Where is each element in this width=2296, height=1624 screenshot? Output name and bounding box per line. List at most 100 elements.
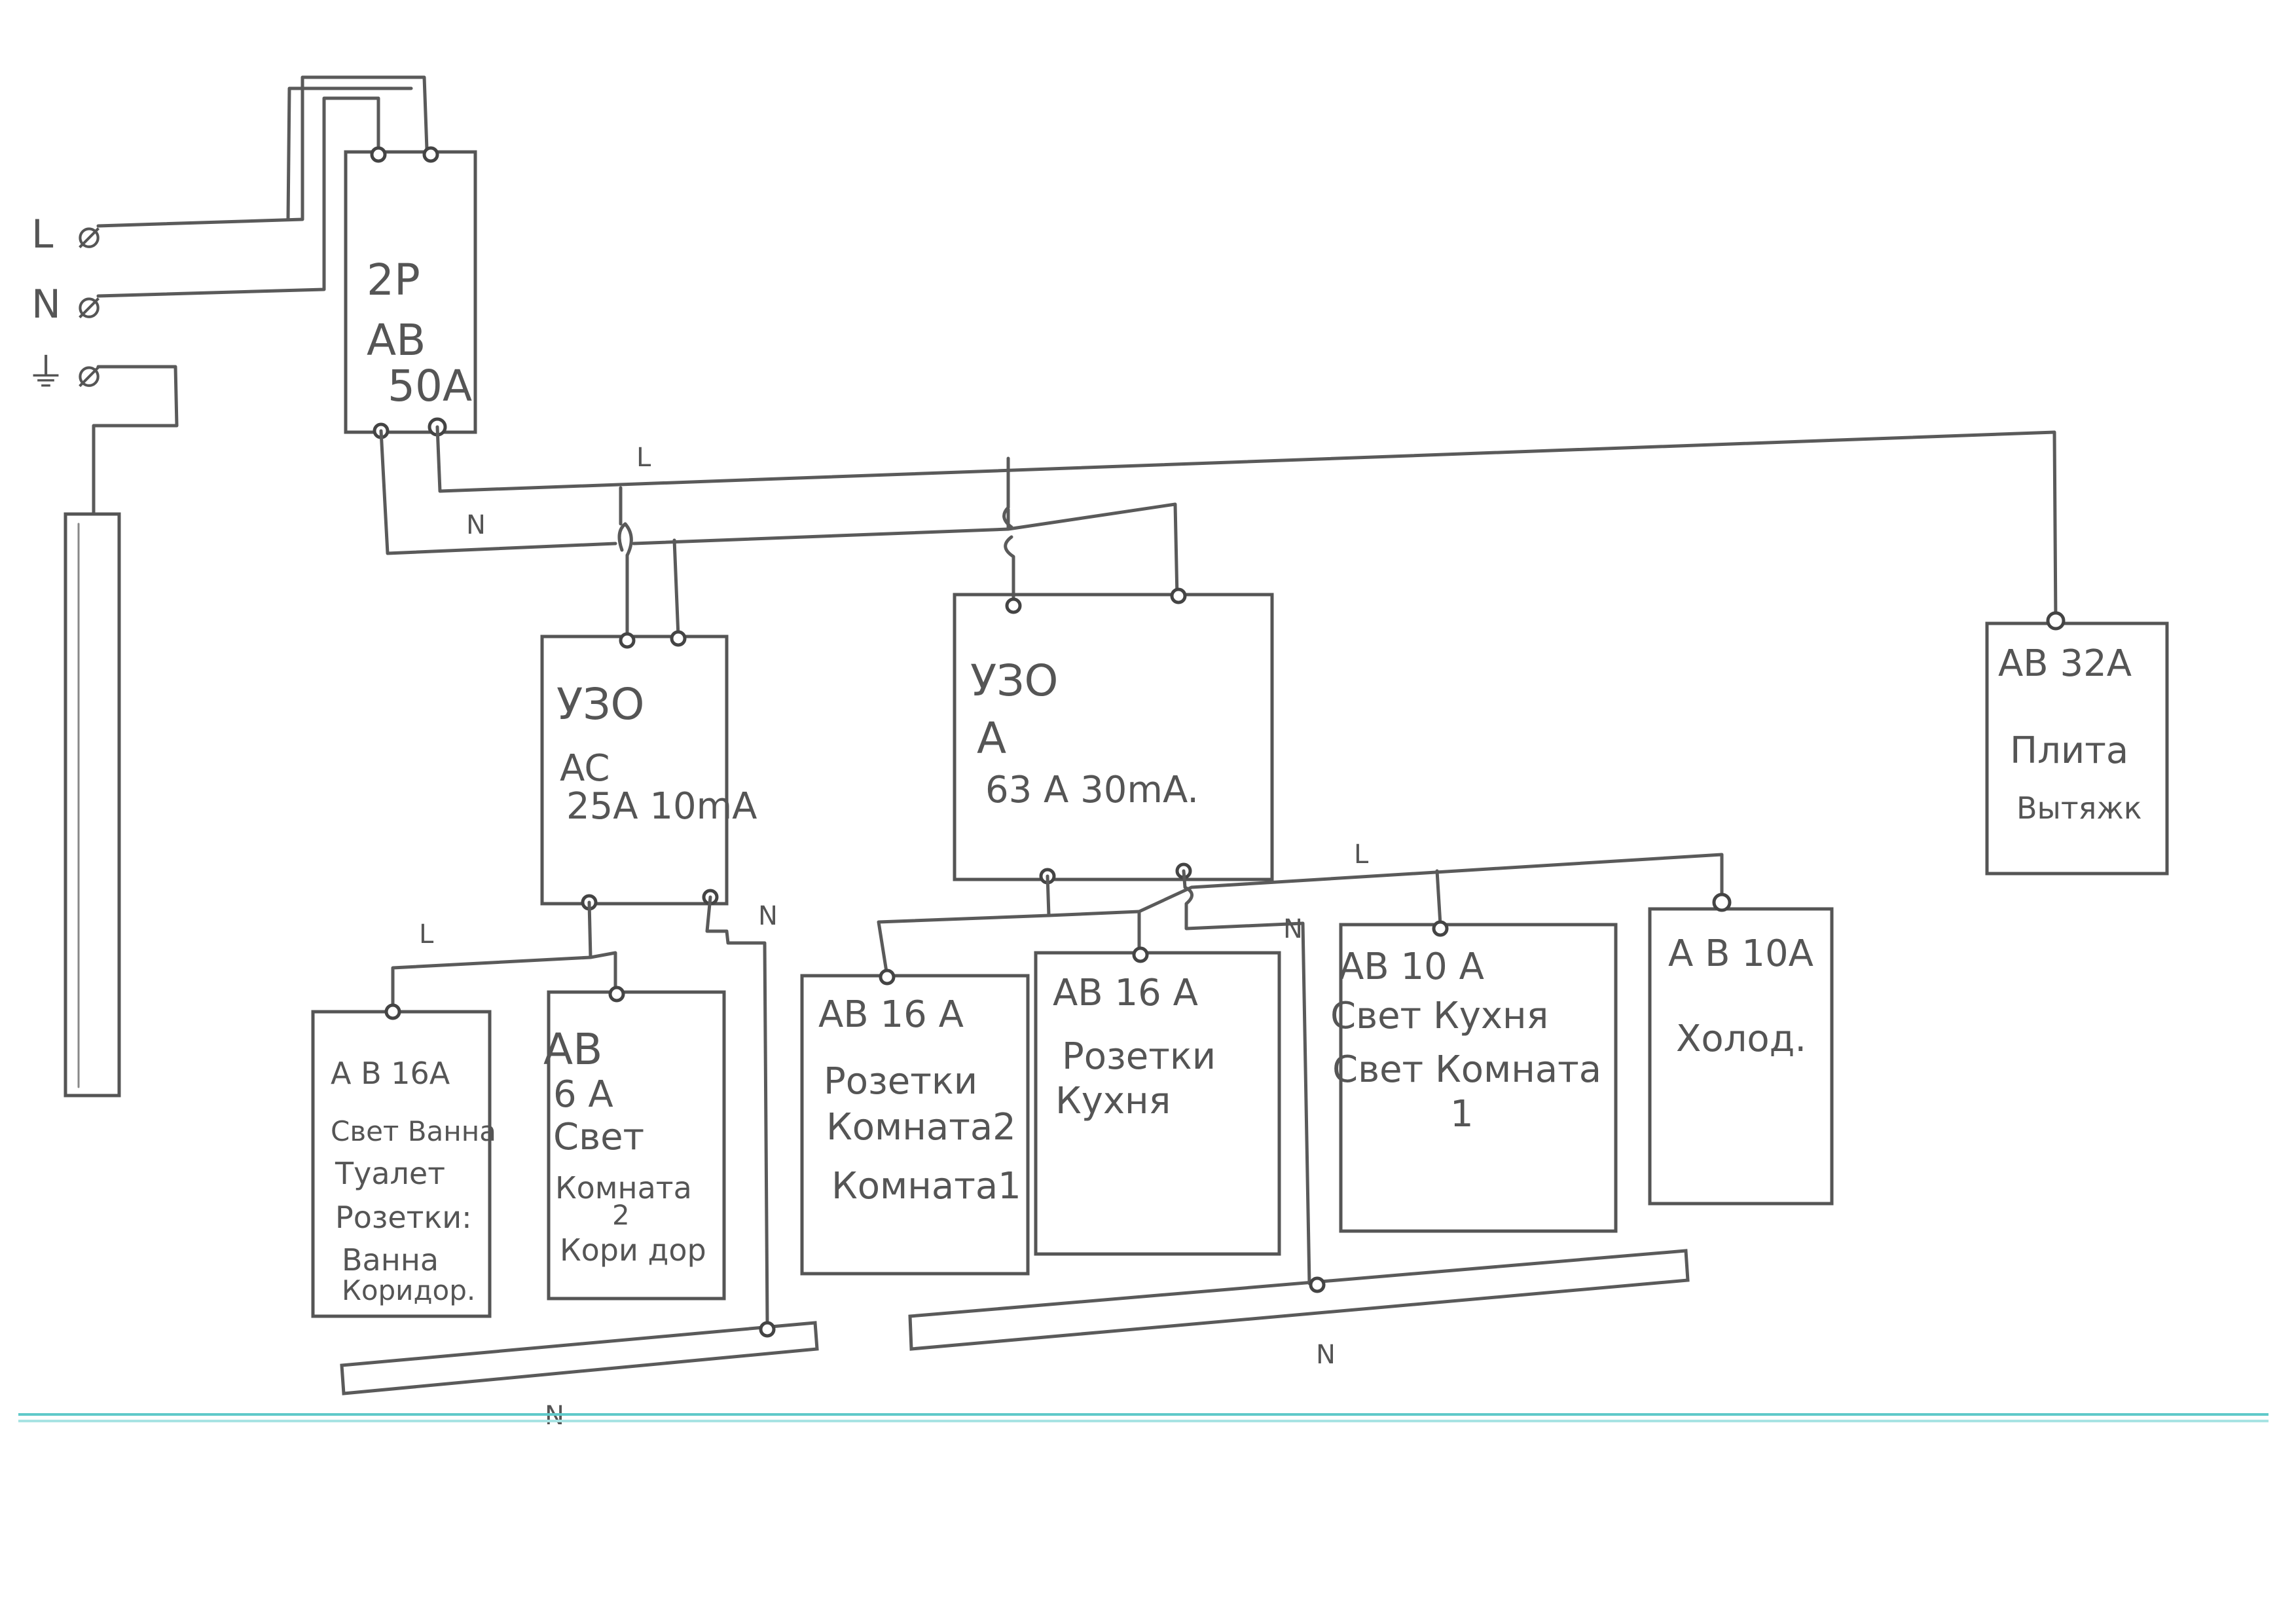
stove-breaker: AB 32A Плита Вытяжк [1985,611,2169,876]
rcd-2-line-1: УЗО [970,655,1058,706]
wire-rcd1-n-to-bus [705,895,769,1325]
circuit-2-line-6: Кори дор [560,1232,706,1268]
rcd-1-line-3: 25A 10mA [566,785,757,828]
wire-hop-rcd2 [1002,456,1015,599]
rcd-2-line-3: 63 A 30mA. [985,769,1199,811]
circuit-5-line-3: Свет Комната [1332,1048,1601,1091]
wire-main-n [379,429,1179,599]
main-breaker: 2P AB 50A [344,146,477,439]
rcd-1: УЗО AC 25A 10mA [540,630,757,911]
stove-breaker-terminal-top [2046,611,2066,631]
circuit-2-terminal [608,986,625,1003]
wire-label-main-n: N [466,510,486,540]
input-l-symbol: L [31,212,54,257]
input-ground-symbol: ⏚ [26,350,65,396]
rcd-2-terminal-top-left [1005,597,1022,614]
stove-breaker-body [1985,621,2169,876]
circuit-1: A B 16A Свет Ванна Туалет Розетки: Ванна… [311,1003,496,1318]
circuit-2-line-1: AB [543,1024,602,1075]
wire-hop-rcd1 [617,522,633,557]
input-n-mark: ⌀ [77,282,101,327]
wire-rcd2-l-to-circuit-4 [1047,910,1141,955]
rcd-2-terminal-top-right [1170,587,1187,604]
stove-breaker-line-1: AB 32A [1998,642,2132,685]
circuit-3-terminal [879,969,896,986]
neutral-bus-1-terminal [759,1321,776,1338]
rcd-1-terminal-top-right [670,630,687,647]
wire-rcd1-l-to-circuit-1 [391,900,592,1014]
main-breaker-line-2: AB [367,315,426,365]
stove-breaker-line-2: Плита [2010,729,2128,772]
main-breaker-body [344,150,477,434]
circuit-1-line-4: Розетки: [335,1200,472,1235]
neutral-bus-2: N [908,1249,1690,1370]
main-distribution: L N [379,425,2058,638]
circuit-4: AB 16 A Розетки Кухня [1034,946,1281,1256]
wire-label-rcd1-l: L [419,919,434,950]
main-breaker-line-1: 2P [367,255,420,305]
wire-input-ground [92,365,179,516]
circuit-2-line-5: 2 [612,1199,630,1231]
circuit-1-line-3: Туалет [335,1156,445,1191]
wire-label-main-l: L [636,443,651,473]
ground-bar [64,512,121,1098]
wire-input-l [96,75,429,228]
stove-breaker-line-3: Вытяжк [2016,790,2142,826]
circuit-6-line-2: Холод. [1676,1018,1806,1060]
input-n-symbol: N [31,282,61,327]
circuit-4-line-3: Кухня [1055,1080,1171,1122]
circuit-3-line-2: Розетки [824,1060,977,1103]
circuit-4-line-2: Розетки [1062,1035,1216,1078]
circuit-2-line-3: Свет [553,1116,644,1158]
circuit-6-line-1: A B 10A [1668,932,1813,975]
circuit-1-line-5: Ванна [342,1242,439,1278]
circuit-2-body [547,990,726,1301]
circuit-1-line-6: Коридор. [342,1274,475,1306]
circuit-6-terminal [1712,893,1732,912]
circuit-2: AB 6 A Свет Комната 2 Кори дор [543,986,726,1301]
circuit-5-body [1339,923,1618,1233]
rcd-2-outputs: L N [877,840,1724,1285]
circuit-3-line-3: Комната2 [826,1106,1016,1149]
circuit-5-line-2: Свет Кухня [1330,995,1548,1037]
circuit-6: A B 10A Холод. [1648,893,1834,1206]
circuit-3-line-4: Комната1 [831,1165,1021,1208]
wire-rcd1-l-feed [619,486,629,638]
circuit-5-line-4: 1 [1450,1093,1474,1135]
rcd-1-terminal-top-left [619,632,636,649]
main-breaker-terminal-top-left [370,146,387,163]
rcd-2: УЗО A 63 A 30mA. [953,587,1274,885]
wire-rcd2-n-to-bus [1184,920,1311,1285]
rcd-1-line-2: AC [560,747,610,790]
circuit-4-terminal [1132,946,1149,963]
rcd-1-outputs: L N [391,895,778,1325]
wire-rcd2-l-to-circuit-3 [877,874,1051,978]
circuit-3-body [800,974,1030,1276]
rcd-1-line-1: УЗО [556,679,644,729]
circuit-1-line-1: A B 16A [331,1056,450,1091]
input-l-mark: ⌀ [77,212,101,257]
circuit-5-terminal [1432,920,1449,937]
circuit-1-terminal [384,1003,401,1020]
neutral-bus-2-terminal [1309,1276,1326,1293]
wire-label-rcd1-n: N [758,901,778,931]
circuit-3-line-1: AB 16 A [818,993,964,1036]
input-terminals: L ⌀ N ⌀ ⏚ ⌀ [26,212,101,396]
input-ground-mark: ⌀ [77,350,101,396]
rcd-1-body [540,635,729,906]
circuit-2-line-4: Комната [555,1170,692,1206]
circuit-3: AB 16 A Розетки Комната2 Комната1 [800,969,1030,1276]
wire-rcd2-l-to-circuit-5 [1435,869,1442,927]
wire-input-n [96,96,380,298]
wire-main-l [435,425,2058,625]
circuit-5-line-1: AB 10 A [1339,946,1484,988]
circuit-5: AB 10 A Свет Кухня Свет Комната 1 [1330,920,1618,1233]
input-wiring [92,75,429,516]
neutral-bus-2-bar [908,1249,1690,1351]
circuit-1-line-2: Свет Ванна [331,1115,496,1147]
circuit-4-line-1: AB 16 A [1053,972,1198,1014]
neutral-bus-1-bar [340,1321,819,1395]
wire-rcd1-l-to-circuit-2 [589,951,617,994]
wire-rcd1-n-feed [672,538,680,638]
